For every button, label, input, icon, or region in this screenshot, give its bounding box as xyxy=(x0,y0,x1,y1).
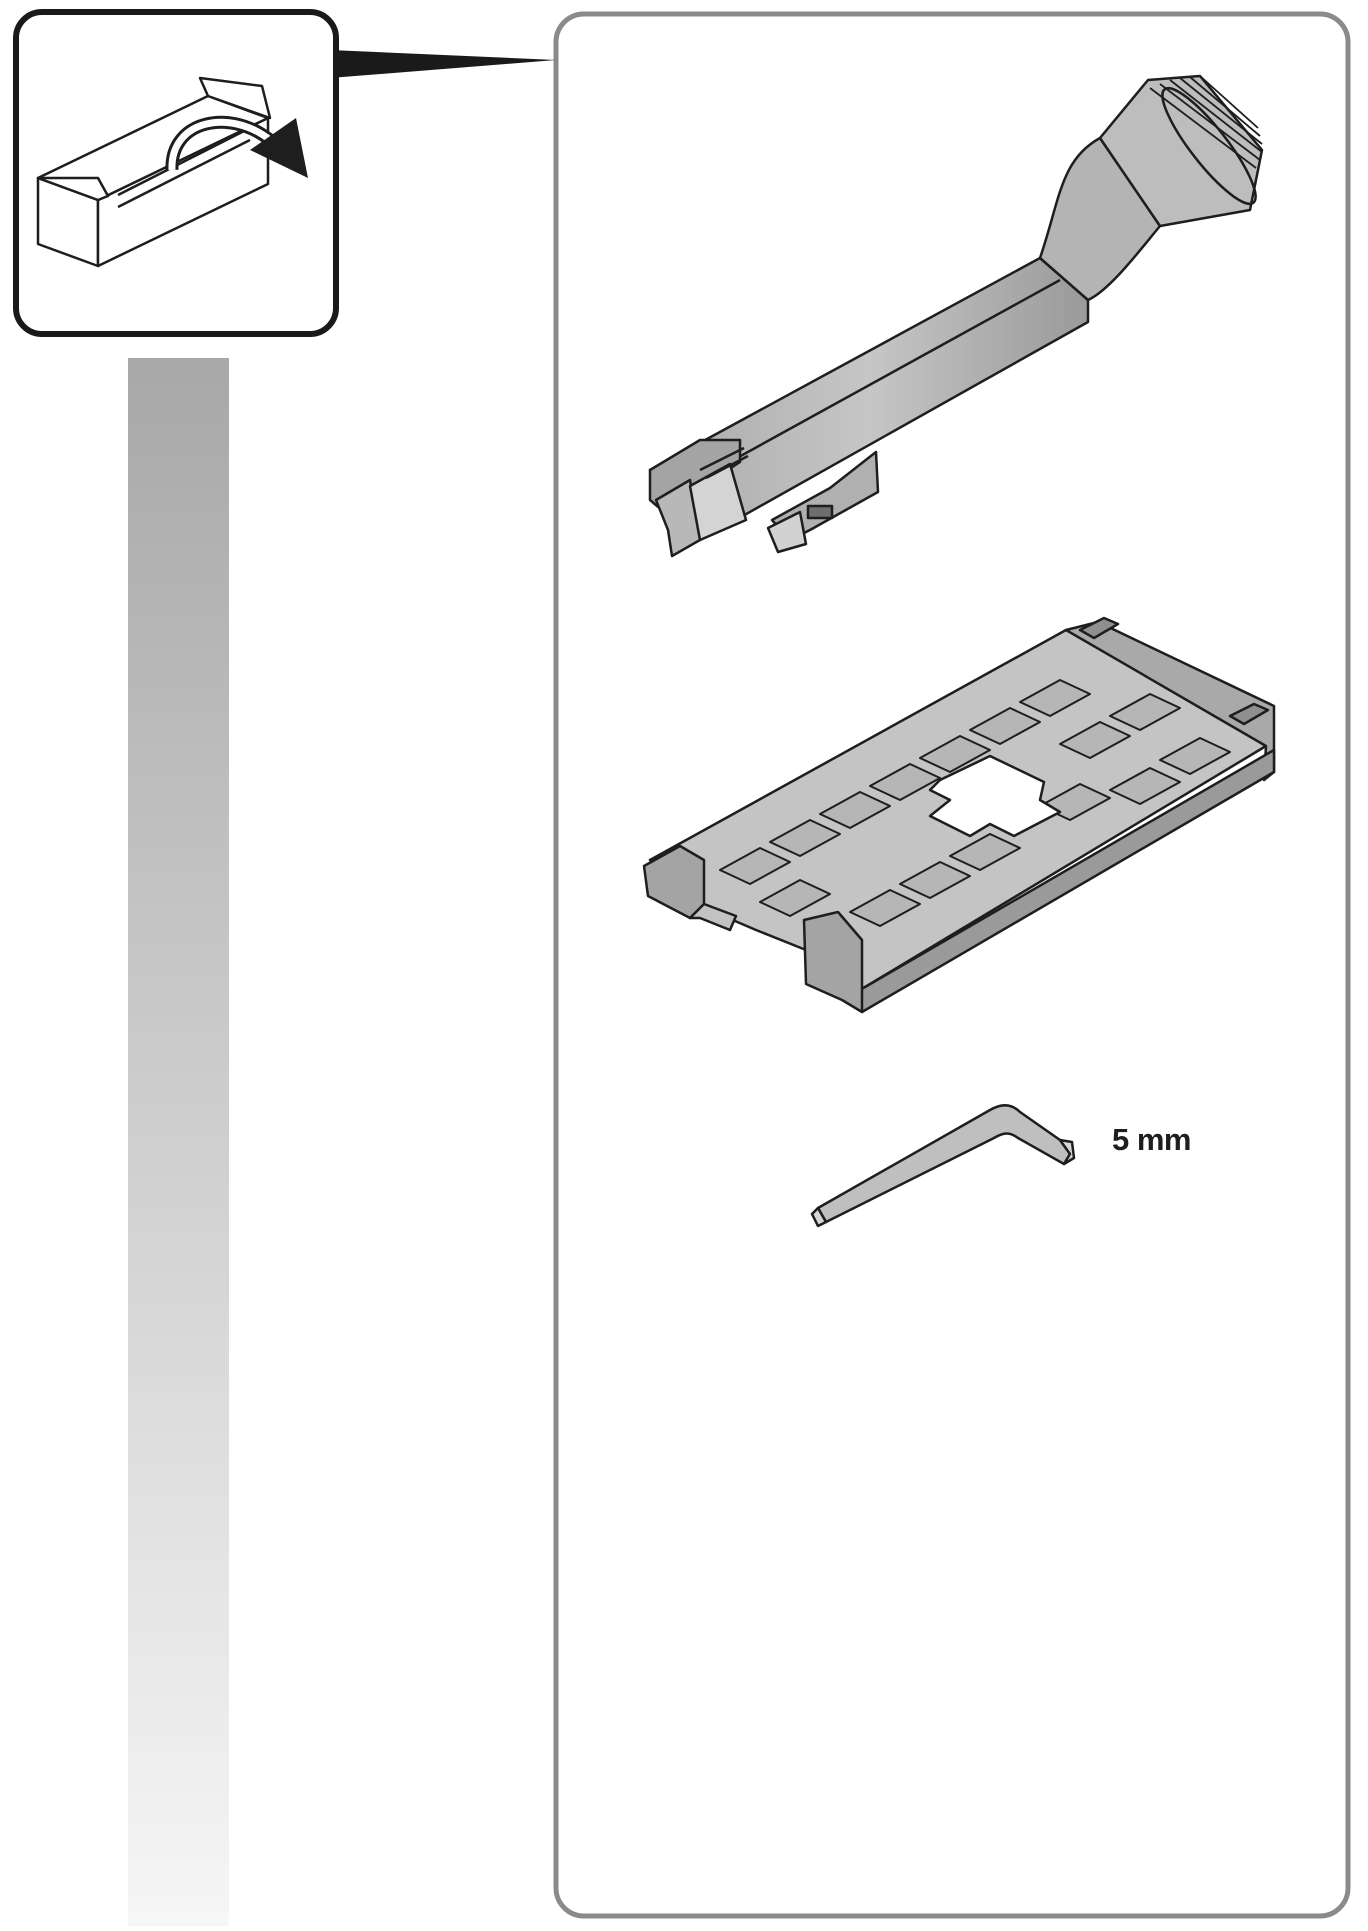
callout-connector xyxy=(330,50,556,78)
parts-frame xyxy=(553,11,1351,1919)
sidebar-gradient-bar xyxy=(128,358,229,1926)
inset-panel xyxy=(13,9,339,337)
base-plate-icon xyxy=(642,616,1276,1014)
dust-extraction-adapter-icon xyxy=(648,74,1264,558)
open-box-with-arrow-icon xyxy=(36,76,308,268)
hex-key-icon xyxy=(810,1104,1076,1228)
hex-key-size-label: 5 mm xyxy=(1112,1122,1191,1157)
